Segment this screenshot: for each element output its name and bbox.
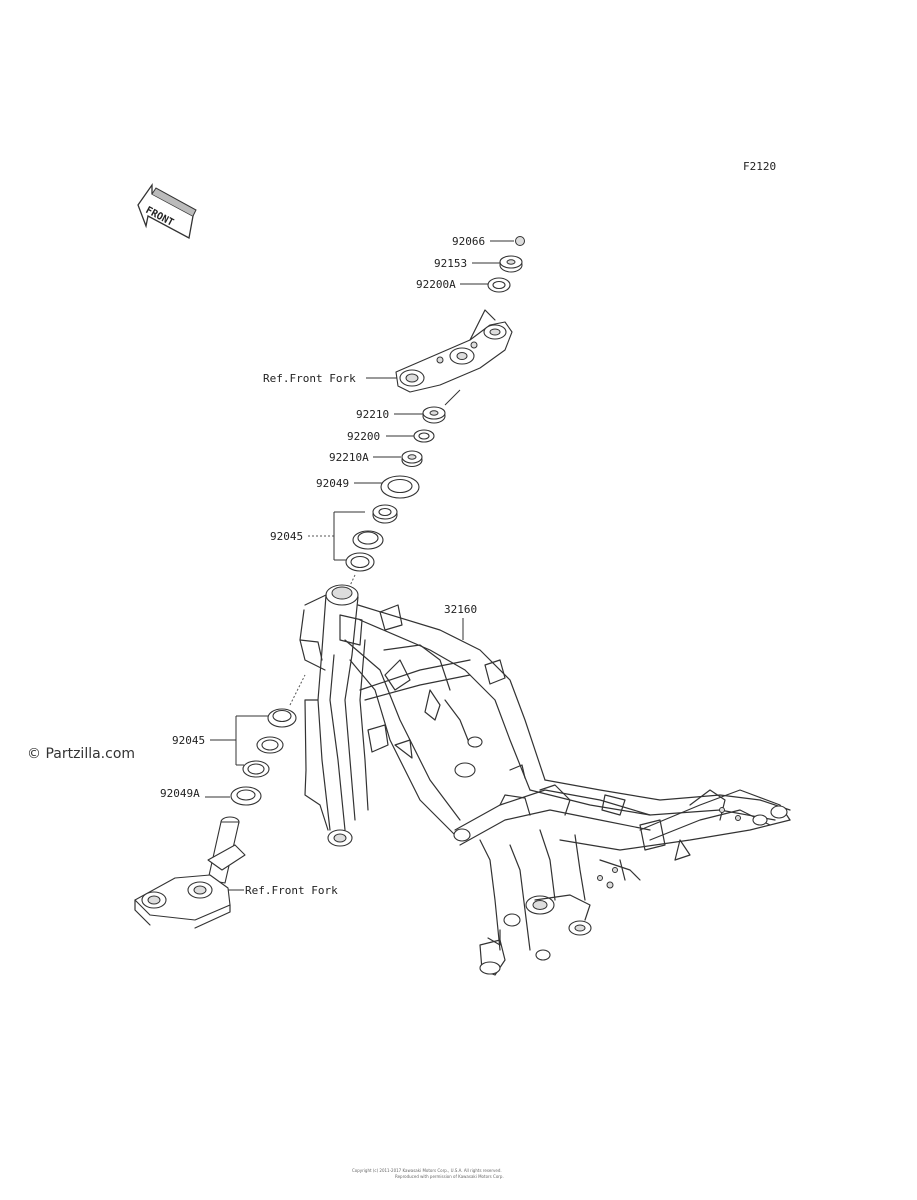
part-92045-lower[interactable]: 92045	[172, 674, 306, 778]
part-92049[interactable]: 92049	[316, 475, 420, 499]
callout-92045-lower: 92045	[172, 734, 205, 747]
callout-ref-front-fork-upper: Ref.Front Fork	[263, 372, 356, 385]
front-arrow-icon: FRONT	[137, 182, 197, 239]
part-92153[interactable]: 92153	[434, 255, 523, 273]
callout-92210: 92210	[356, 408, 389, 421]
part-92200[interactable]: 92200	[347, 429, 435, 443]
part-92066[interactable]: 92066	[452, 235, 525, 248]
part-92210[interactable]: 92210	[356, 389, 461, 424]
upper-triple-clamp[interactable]: Ref.Front Fork	[263, 309, 513, 393]
callout-92200: 92200	[347, 430, 380, 443]
callout-92049a: 92049A	[160, 787, 200, 800]
watermark: © Partzilla.com	[27, 746, 135, 762]
copyright-line-1: Copyright (c) 2011-2017 Kawasaki Motors …	[352, 1168, 502, 1173]
callout-92210a: 92210A	[329, 451, 369, 464]
copyright-line-2: Reproduced with permission of Kawasaki M…	[395, 1174, 504, 1179]
part-92045-upper[interactable]: 92045	[270, 504, 398, 591]
lower-triple-clamp[interactable]: Ref.Front Fork	[134, 816, 338, 929]
callout-32160: 32160	[444, 603, 477, 616]
callout-92153: 92153	[434, 257, 467, 270]
part-92200a[interactable]: 92200A	[416, 277, 511, 293]
figure-code: F2120	[743, 160, 776, 173]
callout-92045-upper: 92045	[270, 530, 303, 543]
callout-92066: 92066	[452, 235, 485, 248]
part-92049a[interactable]: 92049A	[160, 786, 262, 806]
frame-32160[interactable]: 32160	[299, 584, 791, 976]
part-92210a[interactable]: 92210A	[329, 450, 423, 468]
callout-92200a: 92200A	[416, 278, 456, 291]
callout-92049: 92049	[316, 477, 349, 490]
callout-ref-front-fork-lower: Ref.Front Fork	[245, 884, 338, 897]
